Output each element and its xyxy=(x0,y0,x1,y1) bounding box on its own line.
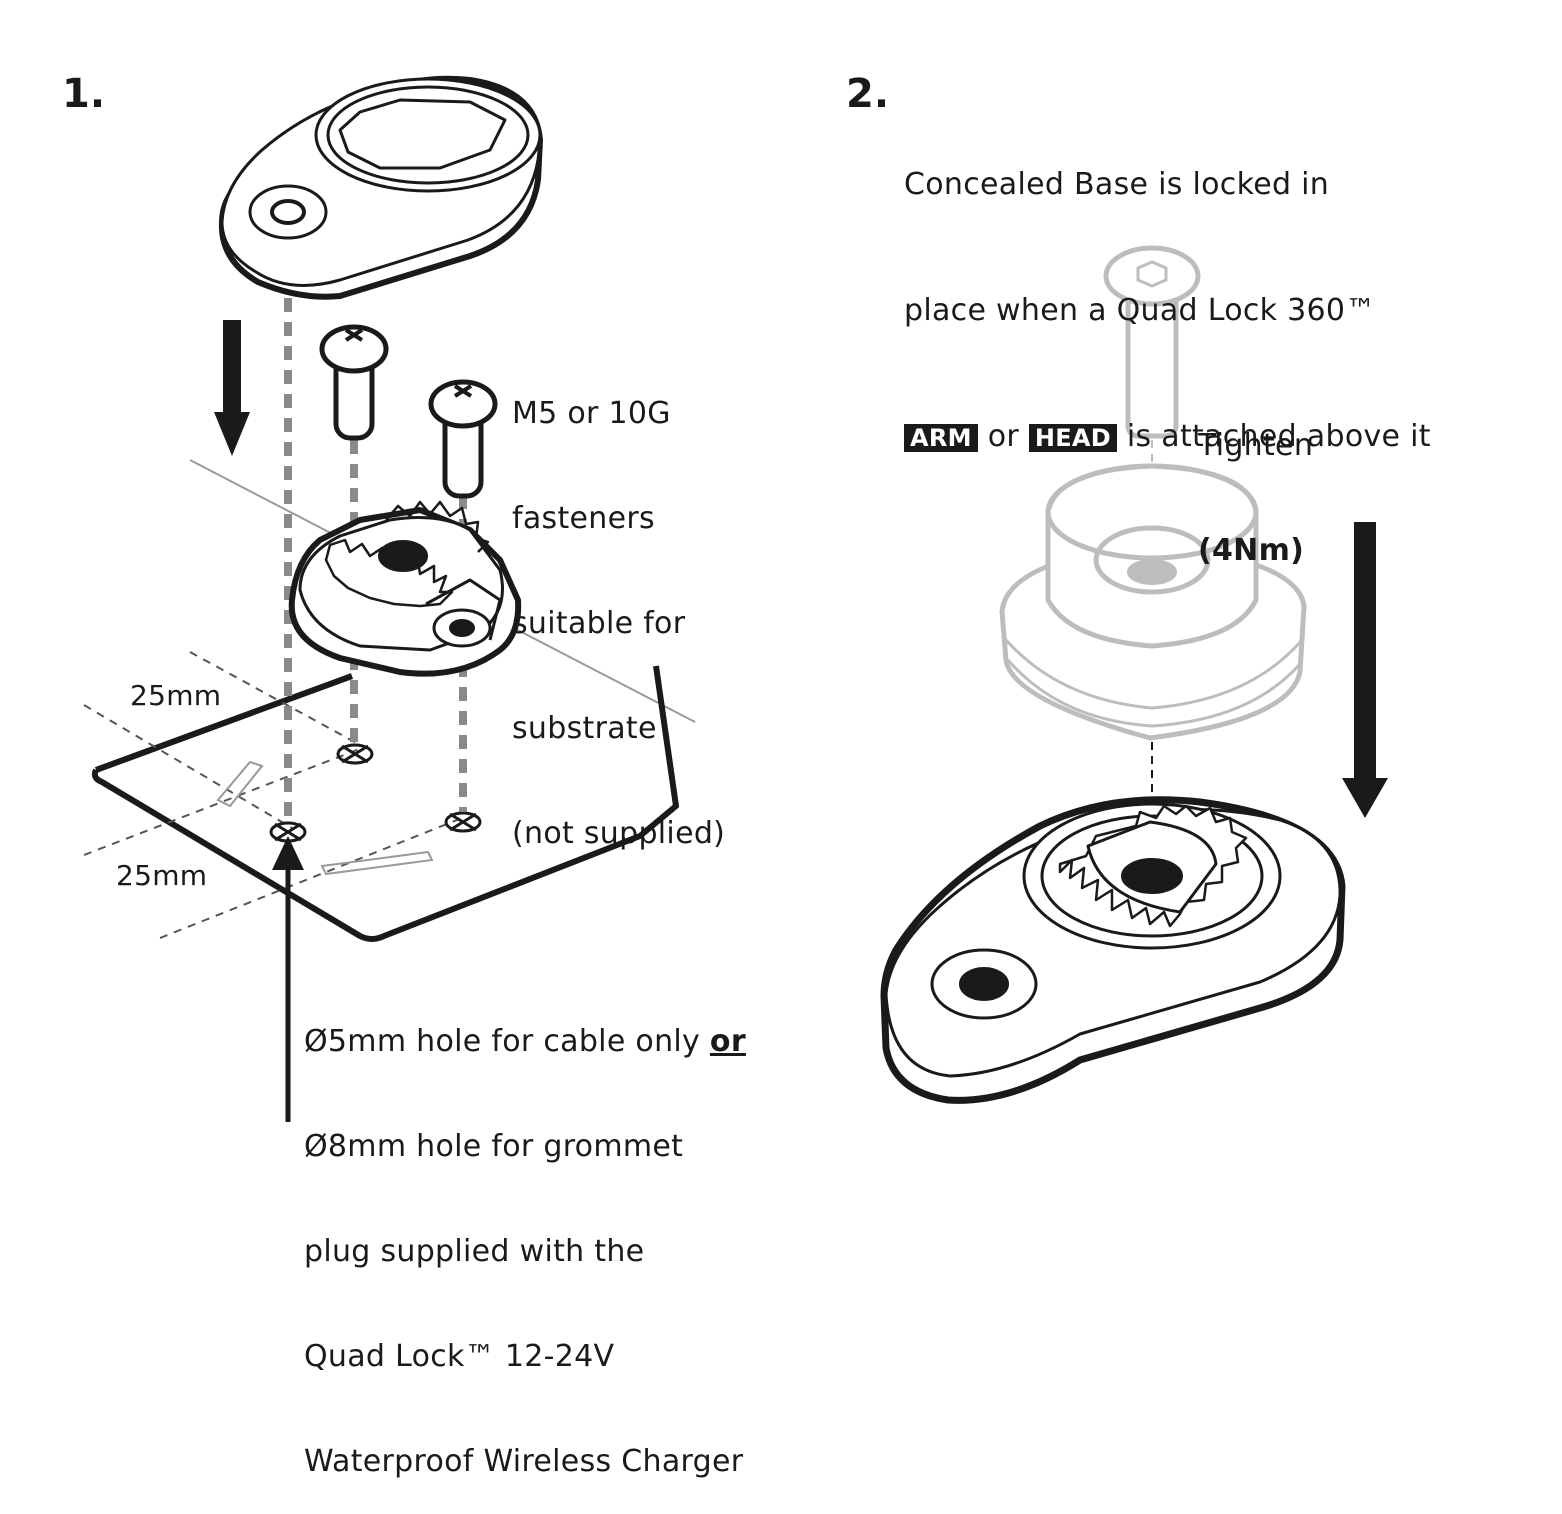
bolt-icon xyxy=(1103,245,1201,439)
arm-tag: ARM xyxy=(904,424,978,452)
torque-value: (4Nm) xyxy=(1198,533,1305,568)
tighten-label: Tighten xyxy=(1198,428,1314,463)
concealed-base xyxy=(288,500,522,677)
installed-base xyxy=(880,796,1346,1104)
fasteners-note-line: substrate xyxy=(512,711,657,746)
arrow-down-icon xyxy=(1342,522,1388,818)
fasteners-note: M5 or 10G fasteners suitable for substra… xyxy=(512,326,725,886)
hole-marker-screw-right xyxy=(444,811,482,833)
fasteners-note-line: (not supplied) xyxy=(512,816,726,851)
base-cover xyxy=(218,75,543,300)
hole-note-or: or xyxy=(709,1024,746,1059)
step-2-description: Concealed Base is locked in place when a… xyxy=(904,80,1431,501)
quad-lock-head xyxy=(999,463,1307,741)
hole-marker-screw-left xyxy=(336,743,374,765)
head-tag: HEAD xyxy=(1028,424,1118,452)
screw-icon xyxy=(428,379,498,499)
screw-icon xyxy=(319,324,389,441)
step-2-number: 2. xyxy=(846,71,890,117)
step-2-line-1: Concealed Base is locked in xyxy=(904,167,1330,202)
step-2-line-2: place when a Quad Lock 360™ xyxy=(904,293,1376,328)
hole-note-line-3: plug supplied with the xyxy=(304,1234,645,1269)
fasteners-note-line: fasteners xyxy=(512,501,655,536)
hole-note-line-1: Ø5mm hole for cable only or xyxy=(304,1024,746,1059)
step-2-line-3-end: is attached above it xyxy=(1126,419,1431,454)
hole-note-line-5: Waterproof Wireless Charger xyxy=(304,1444,744,1479)
arrow-up-icon xyxy=(272,836,304,1122)
hole-note-line-4: Quad Lock™ 12-24V xyxy=(304,1339,615,1374)
tighten-note: Tighten (4Nm) xyxy=(1198,358,1313,603)
dimension-label-bottom: 25mm xyxy=(116,859,208,892)
installation-diagram xyxy=(83,75,1388,1122)
dimension-label-top: 25mm xyxy=(130,679,222,712)
arrow-down-icon xyxy=(214,320,250,456)
hole-markers xyxy=(269,743,482,843)
step-1-number: 1. xyxy=(62,71,106,117)
hole-note-text: Ø5mm hole for cable only xyxy=(304,1024,710,1059)
dimension-guides xyxy=(83,651,463,939)
hole-note-line-2: Ø8mm hole for grommet xyxy=(304,1129,684,1164)
cable-slots xyxy=(216,760,434,876)
or-word: or xyxy=(987,419,1019,454)
fasteners-note-line: suitable for xyxy=(512,606,686,641)
step-2-line-3: ARM or HEAD is attached above it xyxy=(904,416,1431,459)
fasteners-note-line: M5 or 10G xyxy=(512,396,671,431)
hole-note: Ø5mm hole for cable only or Ø8mm hole fo… xyxy=(304,954,746,1514)
